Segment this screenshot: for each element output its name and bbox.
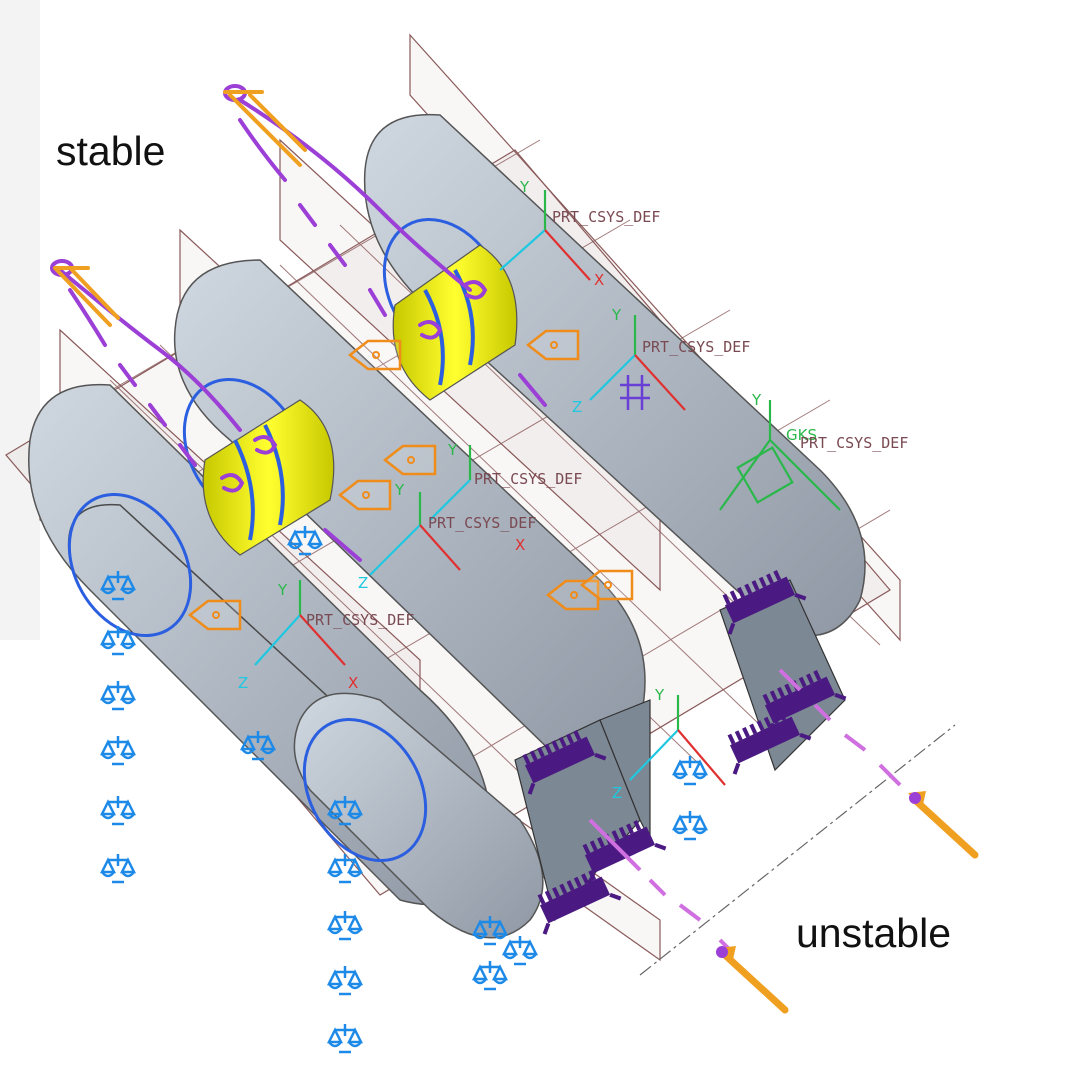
csys-4: Y X Z PRT_CSYS_DEF bbox=[358, 481, 536, 592]
svg-text:X: X bbox=[594, 271, 604, 289]
svg-text:X: X bbox=[348, 674, 358, 692]
svg-text:PRT_CSYS_DEF: PRT_CSYS_DEF bbox=[642, 338, 750, 356]
svg-text:PRT_CSYS_DEF: PRT_CSYS_DEF bbox=[474, 470, 582, 488]
background-panel bbox=[0, 0, 40, 640]
purple-grid-icon bbox=[620, 375, 650, 410]
svg-text:PRT_CSYS_DEF: PRT_CSYS_DEF bbox=[428, 514, 536, 532]
csys-gks: Y GKS PRT_CSYS_DEF bbox=[719, 391, 908, 511]
svg-text:X: X bbox=[515, 536, 525, 554]
unstable-label: unstable bbox=[796, 910, 952, 956]
unstable-annotations bbox=[588, 668, 979, 1014]
pin-front bbox=[202, 399, 335, 556]
svg-text:PRT_CSYS_DEF: PRT_CSYS_DEF bbox=[306, 611, 414, 629]
csys-6: Y Z bbox=[612, 686, 726, 802]
svg-text:Y: Y bbox=[611, 306, 622, 324]
svg-text:Y: Y bbox=[519, 178, 530, 196]
svg-text:Z: Z bbox=[358, 574, 368, 592]
csys-2: Y Z PRT_CSYS_DEF bbox=[572, 306, 750, 416]
stable-arrows bbox=[53, 90, 307, 327]
svg-text:Z: Z bbox=[612, 784, 622, 802]
svg-text:GKS: GKS bbox=[786, 426, 817, 444]
csys-3: Y PRT_CSYS_DEF bbox=[429, 441, 582, 521]
svg-text:Y: Y bbox=[447, 441, 458, 459]
svg-text:PRT_CSYS_DEF: PRT_CSYS_DEF bbox=[552, 208, 660, 226]
coordinate-systems: Y X PRT_CSYS_DEF Y Z PRT_CSYS_DEF Y PRT_… bbox=[238, 178, 908, 802]
svg-text:Y: Y bbox=[277, 581, 288, 599]
pin-back bbox=[392, 244, 518, 401]
svg-text:PRT_CSYS_DEF: PRT_CSYS_DEF bbox=[800, 434, 908, 452]
csys-1: Y X PRT_CSYS_DEF bbox=[499, 178, 660, 289]
svg-text:Y: Y bbox=[394, 481, 405, 499]
svg-text:Y: Y bbox=[654, 686, 665, 704]
svg-text:Z: Z bbox=[572, 398, 582, 416]
svg-text:Z: Z bbox=[238, 674, 248, 692]
csys-5: Y Z X PRT_CSYS_DEF bbox=[238, 580, 414, 692]
svg-text:Y: Y bbox=[751, 391, 762, 409]
stable-annotations bbox=[50, 84, 547, 562]
stable-label: stable bbox=[56, 128, 166, 174]
